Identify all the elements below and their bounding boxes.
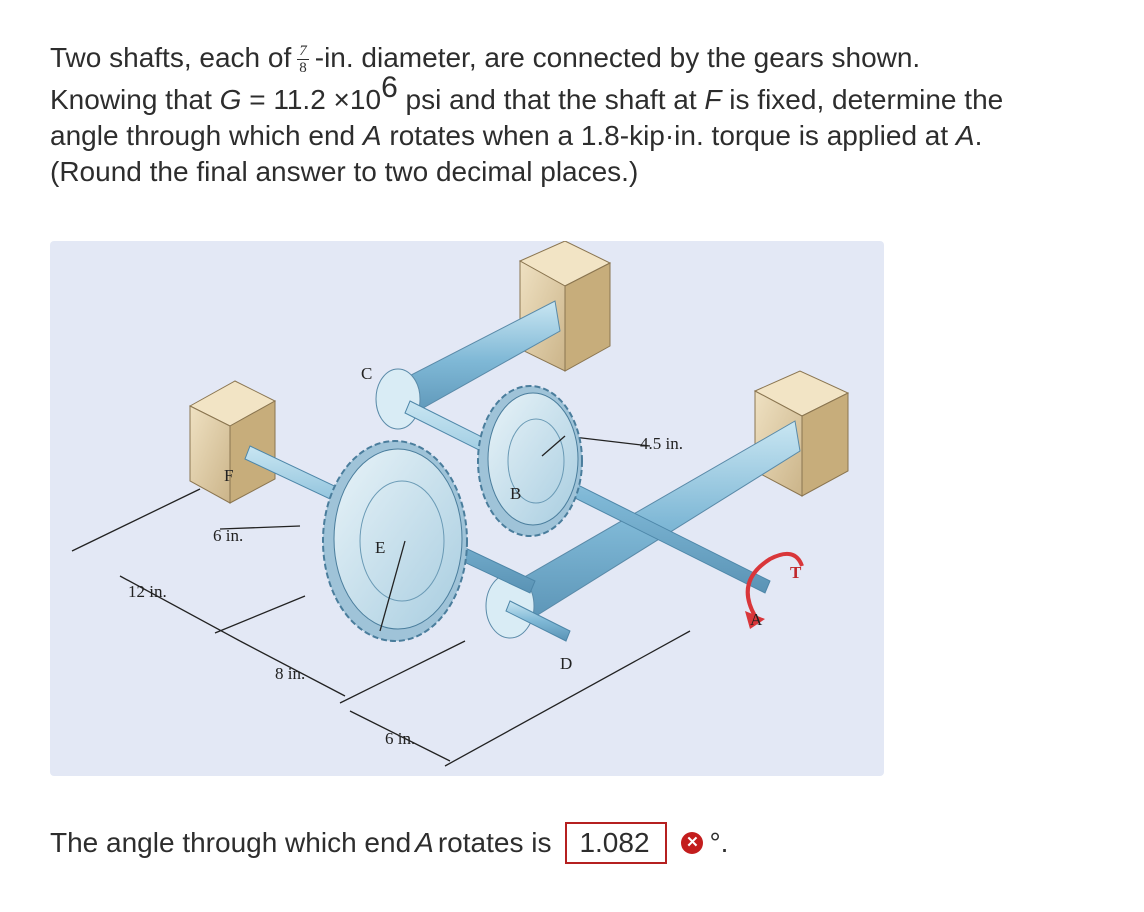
shaft-d-stub (505, 600, 571, 642)
fixed-support-top (518, 241, 612, 372)
gear-diagram: C F E B D A T 4.5 in. 6 in. 12 in. 8 in.… (71, 241, 850, 767)
problem-line-3: angle through which end A rotates when a… (50, 120, 983, 152)
label-a: A (750, 610, 763, 629)
label-b: B (510, 484, 521, 503)
problem-line-2: Knowing that G = 11.2 ×106 psi and that … (50, 70, 1004, 116)
label-dim-6-top: 6 in. (213, 526, 243, 545)
gear-shaft-figure: C F E B D A T 4.5 in. 6 in. 12 in. 8 in.… (50, 241, 884, 776)
torque-arrow (745, 551, 804, 629)
figure-labels: C F E B D A T 4.5 in. 6 in. 12 in. 8 in.… (128, 364, 802, 748)
problem-line-4: (Round the final answer to two decimal p… (50, 156, 639, 188)
gear-e (322, 440, 468, 642)
incorrect-x-icon: ✕ (681, 832, 704, 854)
answer-input[interactable]: 1.082 (565, 822, 668, 864)
degree-unit: °. (709, 827, 729, 858)
label-t: T (790, 563, 802, 582)
label-dim-6-bottom: 6 in. (385, 729, 415, 748)
label-d: D (560, 654, 572, 673)
fixed-support-right (753, 370, 850, 497)
label-dim-8: 8 in. (275, 664, 305, 683)
gear-b (477, 385, 583, 537)
answer-row: The angle through which end A rotates is… (50, 822, 728, 864)
label-e: E (375, 538, 385, 557)
label-dim-12: 12 in. (128, 582, 167, 601)
label-c: C (361, 364, 372, 383)
label-dim-4-5: 4.5 in. (640, 434, 683, 453)
dimension-lines (71, 435, 691, 767)
bearing-arm-c (375, 300, 561, 430)
label-f: F (224, 466, 233, 485)
